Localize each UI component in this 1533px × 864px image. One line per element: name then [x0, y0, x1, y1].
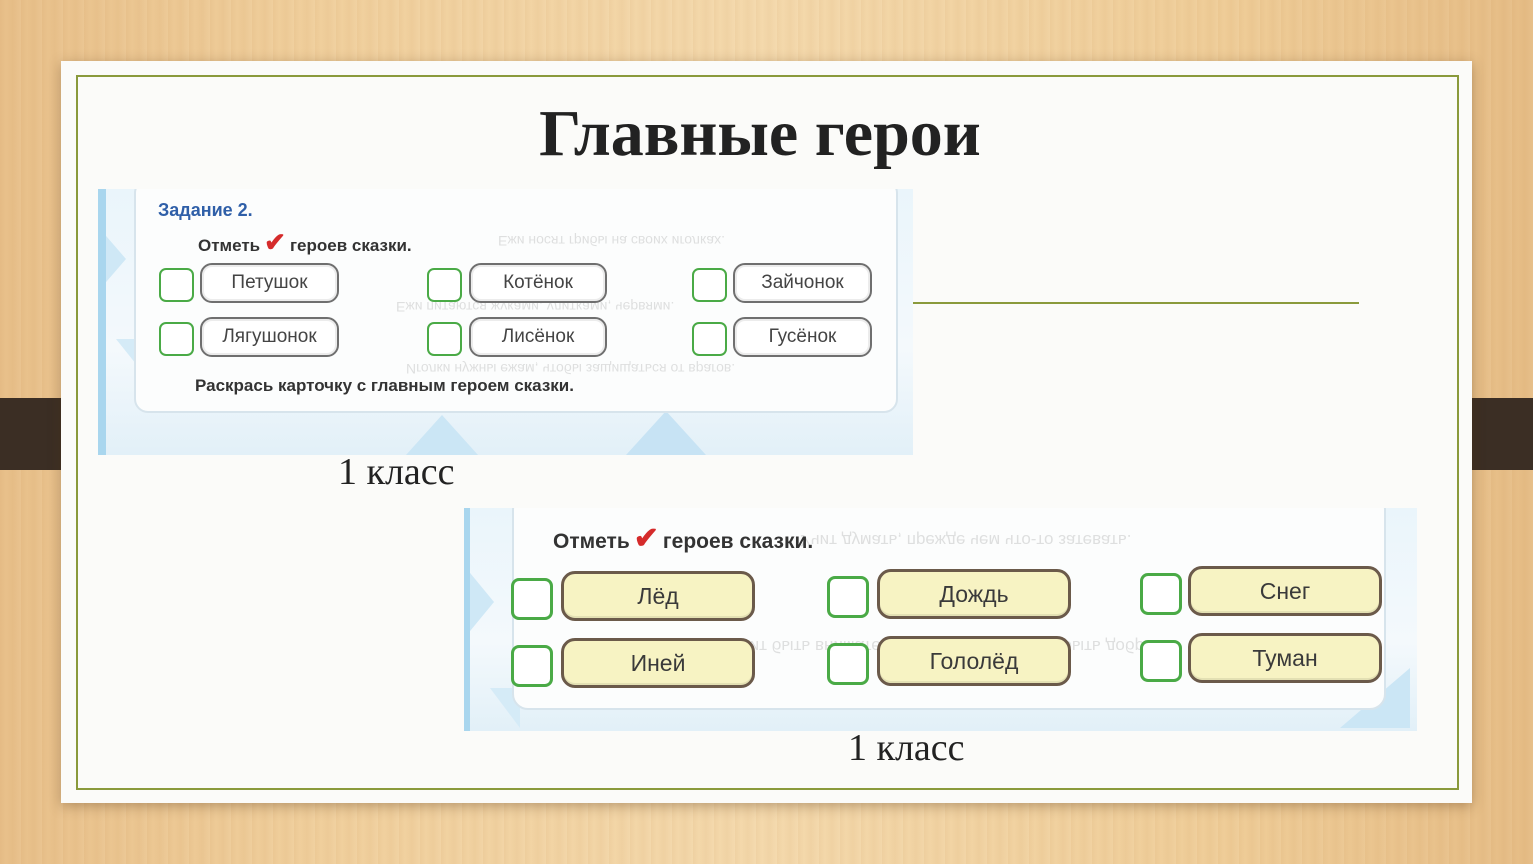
decor-triangle [406, 415, 478, 455]
checkbox-petushok[interactable] [159, 268, 194, 302]
word-card-petushok[interactable]: Петушок [200, 263, 339, 303]
instruction-card-1: Отметь✔героев сказки. [198, 227, 412, 258]
checkbox-lyod[interactable] [511, 578, 553, 620]
checkbox-sneg[interactable] [1140, 573, 1182, 615]
checkbox-tuman[interactable] [1140, 640, 1182, 682]
checkbox-kotyonok[interactable] [427, 268, 462, 302]
instruction-card-2: Отметь✔героев сказки. [553, 521, 813, 556]
word-card-lyod[interactable]: Лёд [561, 571, 755, 621]
slide-title: Главные герои [539, 97, 981, 170]
word-card-gololyod[interactable]: Гололёд [877, 636, 1071, 686]
word-card-kotyonok[interactable]: Котёнок [469, 263, 607, 303]
checkbox-zaychonok[interactable] [692, 268, 727, 302]
checkbox-gusyonok[interactable] [692, 322, 727, 356]
decor-triangle [106, 229, 126, 289]
word-card-zaychonok[interactable]: Зайчонок [733, 263, 872, 303]
grade-caption-1: 1 класс [338, 451, 455, 493]
checkbox-gololyod[interactable] [827, 643, 869, 685]
instruction-text: героев сказки. [289, 236, 412, 255]
word-card-sneg[interactable]: Снег [1188, 566, 1382, 616]
word-card-lisyonok[interactable]: Лисёнок [469, 317, 607, 357]
instruction-text: героев сказки. [662, 530, 814, 553]
task-label: Задание 2. [158, 200, 253, 220]
word-card-gusyonok[interactable]: Гусёнок [733, 317, 872, 357]
grade-caption-2: 1 класс [848, 727, 965, 769]
word-card-iney[interactable]: Иней [561, 638, 755, 688]
checkbox-iney[interactable] [511, 645, 553, 687]
checkbox-lisyonok[interactable] [427, 322, 462, 356]
instruction-text: Отметь [553, 530, 630, 553]
slide-frame [76, 75, 1459, 790]
mirrored-text: Иголки нужны ежам, чтобы защищаться от в… [406, 361, 736, 377]
instruction-text: Отметь [198, 236, 261, 255]
decor-triangle [470, 568, 494, 636]
mirrored-text: Учит думать, прежде чем что-то затевать. [800, 531, 1132, 550]
word-card-tuman[interactable]: Туман [1188, 633, 1382, 683]
mirrored-text: Ежи носят грибы на своих иголках. [498, 233, 726, 249]
check-mark-icon: ✔ [264, 227, 286, 257]
word-card-lyagushonok[interactable]: Лягушонок [200, 317, 339, 357]
decor-triangle [626, 411, 706, 455]
title-underline [913, 302, 1359, 304]
check-mark-icon: ✔ [633, 522, 659, 555]
checkbox-lyagushonok[interactable] [159, 322, 194, 356]
checkbox-dozhd[interactable] [827, 576, 869, 618]
word-card-dozhd[interactable]: Дождь [877, 569, 1071, 619]
coloring-instruction: Раскрась карточку с главным героем сказк… [195, 376, 574, 395]
